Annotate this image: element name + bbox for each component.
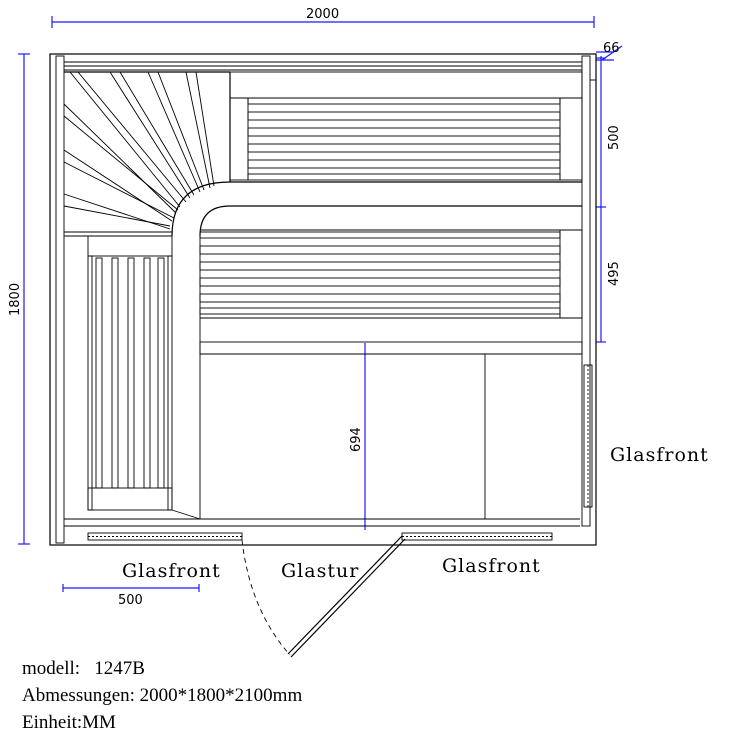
dimension-lines xyxy=(18,16,623,592)
dim-left-height: 1800 xyxy=(8,283,23,316)
lower-bench xyxy=(199,229,583,355)
outer-walls xyxy=(49,53,597,546)
info-unit: Einheit:MM xyxy=(22,712,116,733)
floor-panels xyxy=(200,353,582,519)
glass-door xyxy=(241,535,406,658)
label-glass-front-bottom-right: Glasfront xyxy=(442,555,541,577)
corner-fan-bench xyxy=(63,71,582,237)
dim-top-width: 2000 xyxy=(306,7,339,22)
label-glass-front-right: Glasfront xyxy=(610,444,709,466)
dim-right-lower: 495 xyxy=(607,261,622,286)
label-glass-door: Glastur xyxy=(281,560,359,582)
glass-front-right xyxy=(583,364,593,508)
dim-top-right-small: 66 xyxy=(603,41,620,56)
dim-inner-vertical: 694 xyxy=(349,427,364,452)
dim-right-upper: 500 xyxy=(607,125,622,150)
info-model: modell: 1247B xyxy=(22,658,145,679)
glass-front-bottom xyxy=(87,532,553,541)
info-dimensions: Abmessungen: 2000*1800*2100mm xyxy=(22,685,302,706)
dim-bottom-left: 500 xyxy=(118,593,143,608)
upper-bench xyxy=(229,71,583,181)
label-glass-front-bottom-left: Glasfront xyxy=(122,560,221,582)
left-bench xyxy=(87,235,201,520)
